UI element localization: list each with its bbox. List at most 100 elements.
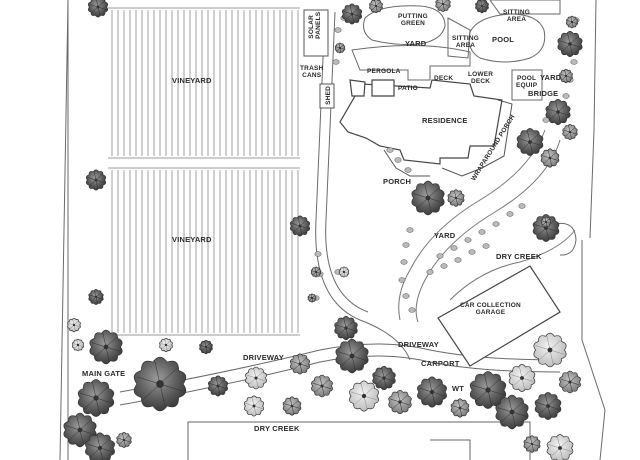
tree xyxy=(523,435,541,453)
tree xyxy=(88,289,104,305)
tree xyxy=(475,0,489,14)
stepping-stone xyxy=(542,117,550,123)
stepping-stone xyxy=(518,203,526,209)
tree xyxy=(565,15,579,29)
vineyard-rows xyxy=(111,10,299,333)
tree xyxy=(307,293,317,303)
tree xyxy=(559,68,573,84)
tree xyxy=(334,42,346,54)
tree xyxy=(540,148,560,168)
tree xyxy=(334,315,358,341)
vineyard-upper-label: VINEYARD xyxy=(172,76,212,85)
tree xyxy=(85,432,115,460)
stepping-stone xyxy=(314,251,322,257)
tree xyxy=(87,0,109,18)
trash-cans-label: TRASH CANS xyxy=(300,65,324,79)
tree xyxy=(77,379,115,417)
stepping-stone xyxy=(398,277,406,283)
yard-upper-label: YARD xyxy=(405,39,427,48)
tree xyxy=(450,398,470,418)
tree xyxy=(508,364,536,392)
tree xyxy=(516,128,544,156)
lower-deck-label: LOWER DECK xyxy=(468,71,494,85)
tree xyxy=(417,376,447,408)
solar-panels-label: SOLAR PANELS xyxy=(308,11,322,39)
stepping-stone xyxy=(408,307,416,313)
tree xyxy=(533,332,567,368)
tree xyxy=(67,317,81,333)
driveway-left-label: DRIVEWAY xyxy=(243,353,284,362)
vineyard-outline xyxy=(108,7,300,336)
stepping-stone xyxy=(402,293,410,299)
sitting-area-right-label: SITTING AREA xyxy=(503,9,531,23)
car-collection-garage-label: CAR COLLECTION GARAGE xyxy=(460,302,521,316)
tree xyxy=(411,180,445,216)
tree xyxy=(335,338,369,374)
stepping-stone xyxy=(334,27,342,33)
tree xyxy=(207,375,229,397)
yard-mid-label: YARD xyxy=(434,231,456,240)
bottom-area xyxy=(187,421,531,460)
tree xyxy=(311,374,333,398)
stepping-stone xyxy=(426,269,434,275)
tree xyxy=(447,189,465,207)
stepping-stone xyxy=(570,59,578,65)
stepping-stone xyxy=(400,259,408,265)
pool-label: POOL xyxy=(492,35,515,44)
tree xyxy=(341,3,363,25)
tree xyxy=(159,337,173,353)
sitting-area-center-label: SITTING AREA xyxy=(452,35,480,49)
residence-label: RESIDENCE xyxy=(422,116,468,125)
stepping-stone xyxy=(454,257,462,263)
tree xyxy=(349,380,379,412)
tree xyxy=(289,215,311,237)
tree xyxy=(545,99,571,125)
tree xyxy=(85,169,107,191)
pool-equip-label: POOL EQUIP xyxy=(516,75,538,89)
stepping-stone xyxy=(506,211,514,217)
stepping-stone xyxy=(332,59,340,65)
stepping-stone xyxy=(394,157,402,163)
stepping-stone xyxy=(478,229,486,235)
stepping-stone xyxy=(450,245,458,251)
stepping-stone xyxy=(404,167,412,173)
wraparound-porch xyxy=(383,99,513,177)
tree xyxy=(546,434,574,460)
tree xyxy=(540,216,552,228)
tree xyxy=(116,432,132,448)
stepping-stone xyxy=(406,227,414,233)
main-gate-label: MAIN GATE xyxy=(82,369,126,378)
tree xyxy=(369,0,383,14)
stepping-stone xyxy=(468,249,476,255)
tree xyxy=(199,339,213,355)
stepping-stone xyxy=(386,147,394,153)
tree xyxy=(89,329,123,365)
tree xyxy=(495,394,529,430)
tree xyxy=(562,124,578,140)
tree xyxy=(310,266,322,278)
stepping-stone xyxy=(482,243,490,249)
backyard-features xyxy=(351,0,577,256)
stepping-stone xyxy=(492,221,500,227)
dry-creek-bottom-label: DRY CREEK xyxy=(254,424,300,433)
dry-creek-path xyxy=(398,129,576,323)
tree xyxy=(133,356,187,412)
dry-creek-mid-label: DRY CREEK xyxy=(496,252,542,261)
utility-structures xyxy=(303,9,335,109)
vineyard-lower-label: VINEYARD xyxy=(172,235,212,244)
residence-building xyxy=(339,79,503,165)
tree xyxy=(338,266,350,278)
tree xyxy=(557,31,583,57)
property-boundary xyxy=(59,0,606,460)
tree xyxy=(289,353,311,375)
tree xyxy=(388,389,412,415)
trees-and-shrubs xyxy=(63,0,583,460)
putting-green-label: PUTTING GREEN xyxy=(398,13,428,27)
driveway-right-label: DRIVEWAY xyxy=(398,340,439,349)
tree xyxy=(372,365,396,391)
tree xyxy=(71,338,85,352)
stepping-stone xyxy=(440,263,448,269)
yard-right-label: YARD xyxy=(540,73,562,82)
